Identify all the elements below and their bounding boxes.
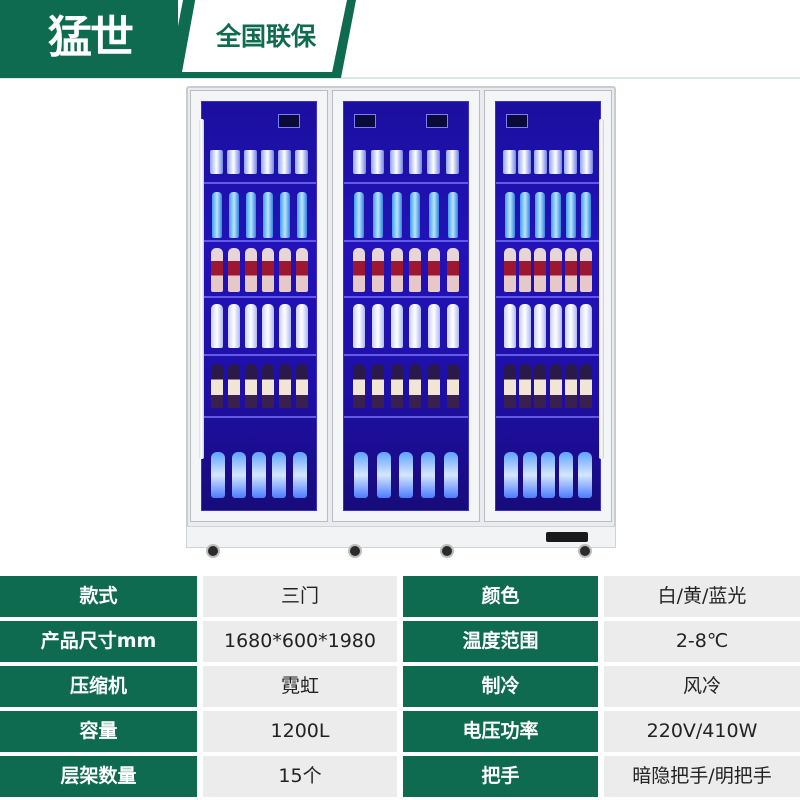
spec-value: 15个 bbox=[203, 756, 397, 797]
caster-wheel bbox=[348, 544, 362, 558]
spec-label: 容量 bbox=[0, 711, 197, 752]
spec-value: 白/黄/蓝光 bbox=[604, 576, 800, 617]
can-row bbox=[350, 150, 462, 174]
caster-wheel bbox=[440, 544, 454, 558]
fan-icon bbox=[278, 114, 300, 128]
cooler-door-left bbox=[190, 90, 328, 522]
door-glass bbox=[343, 101, 469, 511]
door-glass bbox=[495, 101, 601, 511]
bottle-row bbox=[350, 364, 462, 408]
fan-icon bbox=[426, 114, 448, 128]
spec-label: 电压功率 bbox=[403, 711, 598, 752]
warranty-tag: 全国联保 bbox=[215, 22, 316, 51]
spec-value: 风冷 bbox=[604, 666, 800, 707]
control-panel bbox=[546, 532, 588, 542]
spec-value: 霓虹 bbox=[203, 666, 397, 707]
spec-label: 款式 bbox=[0, 576, 197, 617]
bottle-row bbox=[502, 364, 594, 408]
cooler-base bbox=[186, 526, 616, 548]
spec-value: 1200L bbox=[203, 711, 397, 752]
caster-wheel bbox=[206, 544, 220, 558]
banner-divider bbox=[0, 77, 800, 79]
bottle-row bbox=[502, 248, 594, 292]
door-handle bbox=[199, 119, 204, 459]
fan-icon bbox=[506, 114, 528, 128]
brand-block bbox=[0, 0, 178, 78]
bottle-row bbox=[502, 452, 594, 498]
bottle-row bbox=[502, 192, 594, 238]
door-glass bbox=[201, 101, 317, 511]
spec-table: 款式 三门 颜色 白/黄/蓝光 产品尺寸mm 1680*600*1980 温度范… bbox=[0, 576, 800, 800]
spec-label: 颜色 bbox=[403, 576, 598, 617]
caster-wheel bbox=[578, 544, 592, 558]
spec-label: 层架数量 bbox=[0, 756, 197, 797]
spec-label: 压缩机 bbox=[0, 666, 197, 707]
tag-inner bbox=[182, 0, 347, 72]
bottle-row bbox=[350, 304, 462, 348]
bottle-row bbox=[208, 192, 310, 238]
header-banner: 猛世 全国联保 bbox=[0, 0, 800, 80]
bottle-row bbox=[208, 248, 310, 292]
bottle-row bbox=[502, 304, 594, 348]
spec-value: 暗隐把手/明把手 bbox=[604, 756, 800, 797]
door-handle bbox=[599, 119, 604, 459]
cooler-door-middle bbox=[332, 90, 480, 522]
can-row bbox=[208, 150, 310, 174]
spec-value: 220V/410W bbox=[604, 711, 800, 752]
spec-value: 三门 bbox=[203, 576, 397, 617]
fan-icon bbox=[354, 114, 376, 128]
spec-label: 产品尺寸mm bbox=[0, 621, 197, 662]
product-image bbox=[186, 86, 616, 558]
can-row bbox=[502, 150, 594, 174]
bottle-row bbox=[350, 452, 462, 498]
spec-value: 2-8℃ bbox=[604, 621, 800, 662]
spec-value: 1680*600*1980 bbox=[203, 621, 397, 662]
bottle-row bbox=[350, 248, 462, 292]
brand-logo: 猛世 bbox=[48, 12, 134, 63]
bottle-row bbox=[208, 304, 310, 348]
bottle-row bbox=[208, 364, 310, 408]
spec-label: 温度范围 bbox=[403, 621, 598, 662]
cooler-door-right bbox=[484, 90, 612, 522]
spec-label: 把手 bbox=[403, 756, 598, 797]
bottle-row bbox=[350, 192, 462, 238]
bottle-row bbox=[208, 452, 310, 498]
spec-label: 制冷 bbox=[403, 666, 598, 707]
